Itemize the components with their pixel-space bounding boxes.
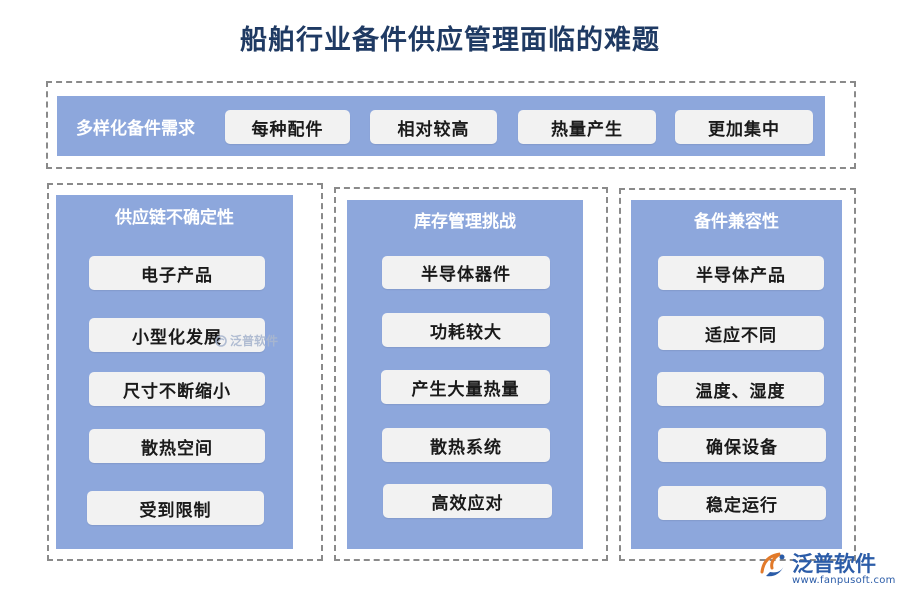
top-row-label: 多样化备件需求 xyxy=(76,119,195,139)
column-title-supply-chain: 供应链不确定性 xyxy=(115,208,234,228)
diagram-title: 船舶行业备件供应管理面临的难题 xyxy=(240,25,660,56)
column-item: 稳定运行 xyxy=(658,486,826,520)
column-title-inventory: 库存管理挑战 xyxy=(414,212,516,232)
column-item: 散热系统 xyxy=(382,428,550,462)
column-item: 小型化发展 xyxy=(89,318,265,352)
column-item: 散热空间 xyxy=(89,429,265,463)
column-item: 确保设备 xyxy=(658,428,826,462)
watermark-logo-icon xyxy=(215,334,227,347)
column-item: 尺寸不断缩小 xyxy=(89,372,265,406)
column-title-compatibility: 备件兼容性 xyxy=(694,212,779,232)
brand-logo-url: www.fanpusoft.com xyxy=(792,575,896,586)
column-item: 电子产品 xyxy=(89,256,265,290)
brand-swirl-icon xyxy=(760,552,785,577)
column-item: 功耗较大 xyxy=(382,313,550,347)
top-row-item: 每种配件 xyxy=(225,110,350,144)
column-frame-compatibility xyxy=(619,188,856,561)
center-watermark: 泛普软件 xyxy=(215,332,278,349)
column-item: 产生大量热量 xyxy=(381,370,550,404)
center-watermark-text: 泛普软件 xyxy=(230,334,279,348)
column-frame-supply-chain xyxy=(47,183,323,561)
column-item: 半导体产品 xyxy=(658,256,824,290)
column-item: 半导体器件 xyxy=(382,256,550,289)
column-item: 受到限制 xyxy=(87,491,264,525)
column-item: 温度、湿度 xyxy=(657,372,824,406)
top-row-item: 相对较高 xyxy=(370,110,497,144)
top-row-item: 更加集中 xyxy=(675,110,813,144)
column-frame-inventory xyxy=(334,187,608,561)
top-row-item: 热量产生 xyxy=(518,110,656,144)
brand-logo-text: 泛普软件 xyxy=(792,552,876,576)
column-item: 高效应对 xyxy=(383,484,552,518)
column-item: 适应不同 xyxy=(658,316,824,350)
brand-logo: 泛普软件 www.fanpusoft.com xyxy=(758,548,895,590)
top-row-frame xyxy=(46,81,856,169)
